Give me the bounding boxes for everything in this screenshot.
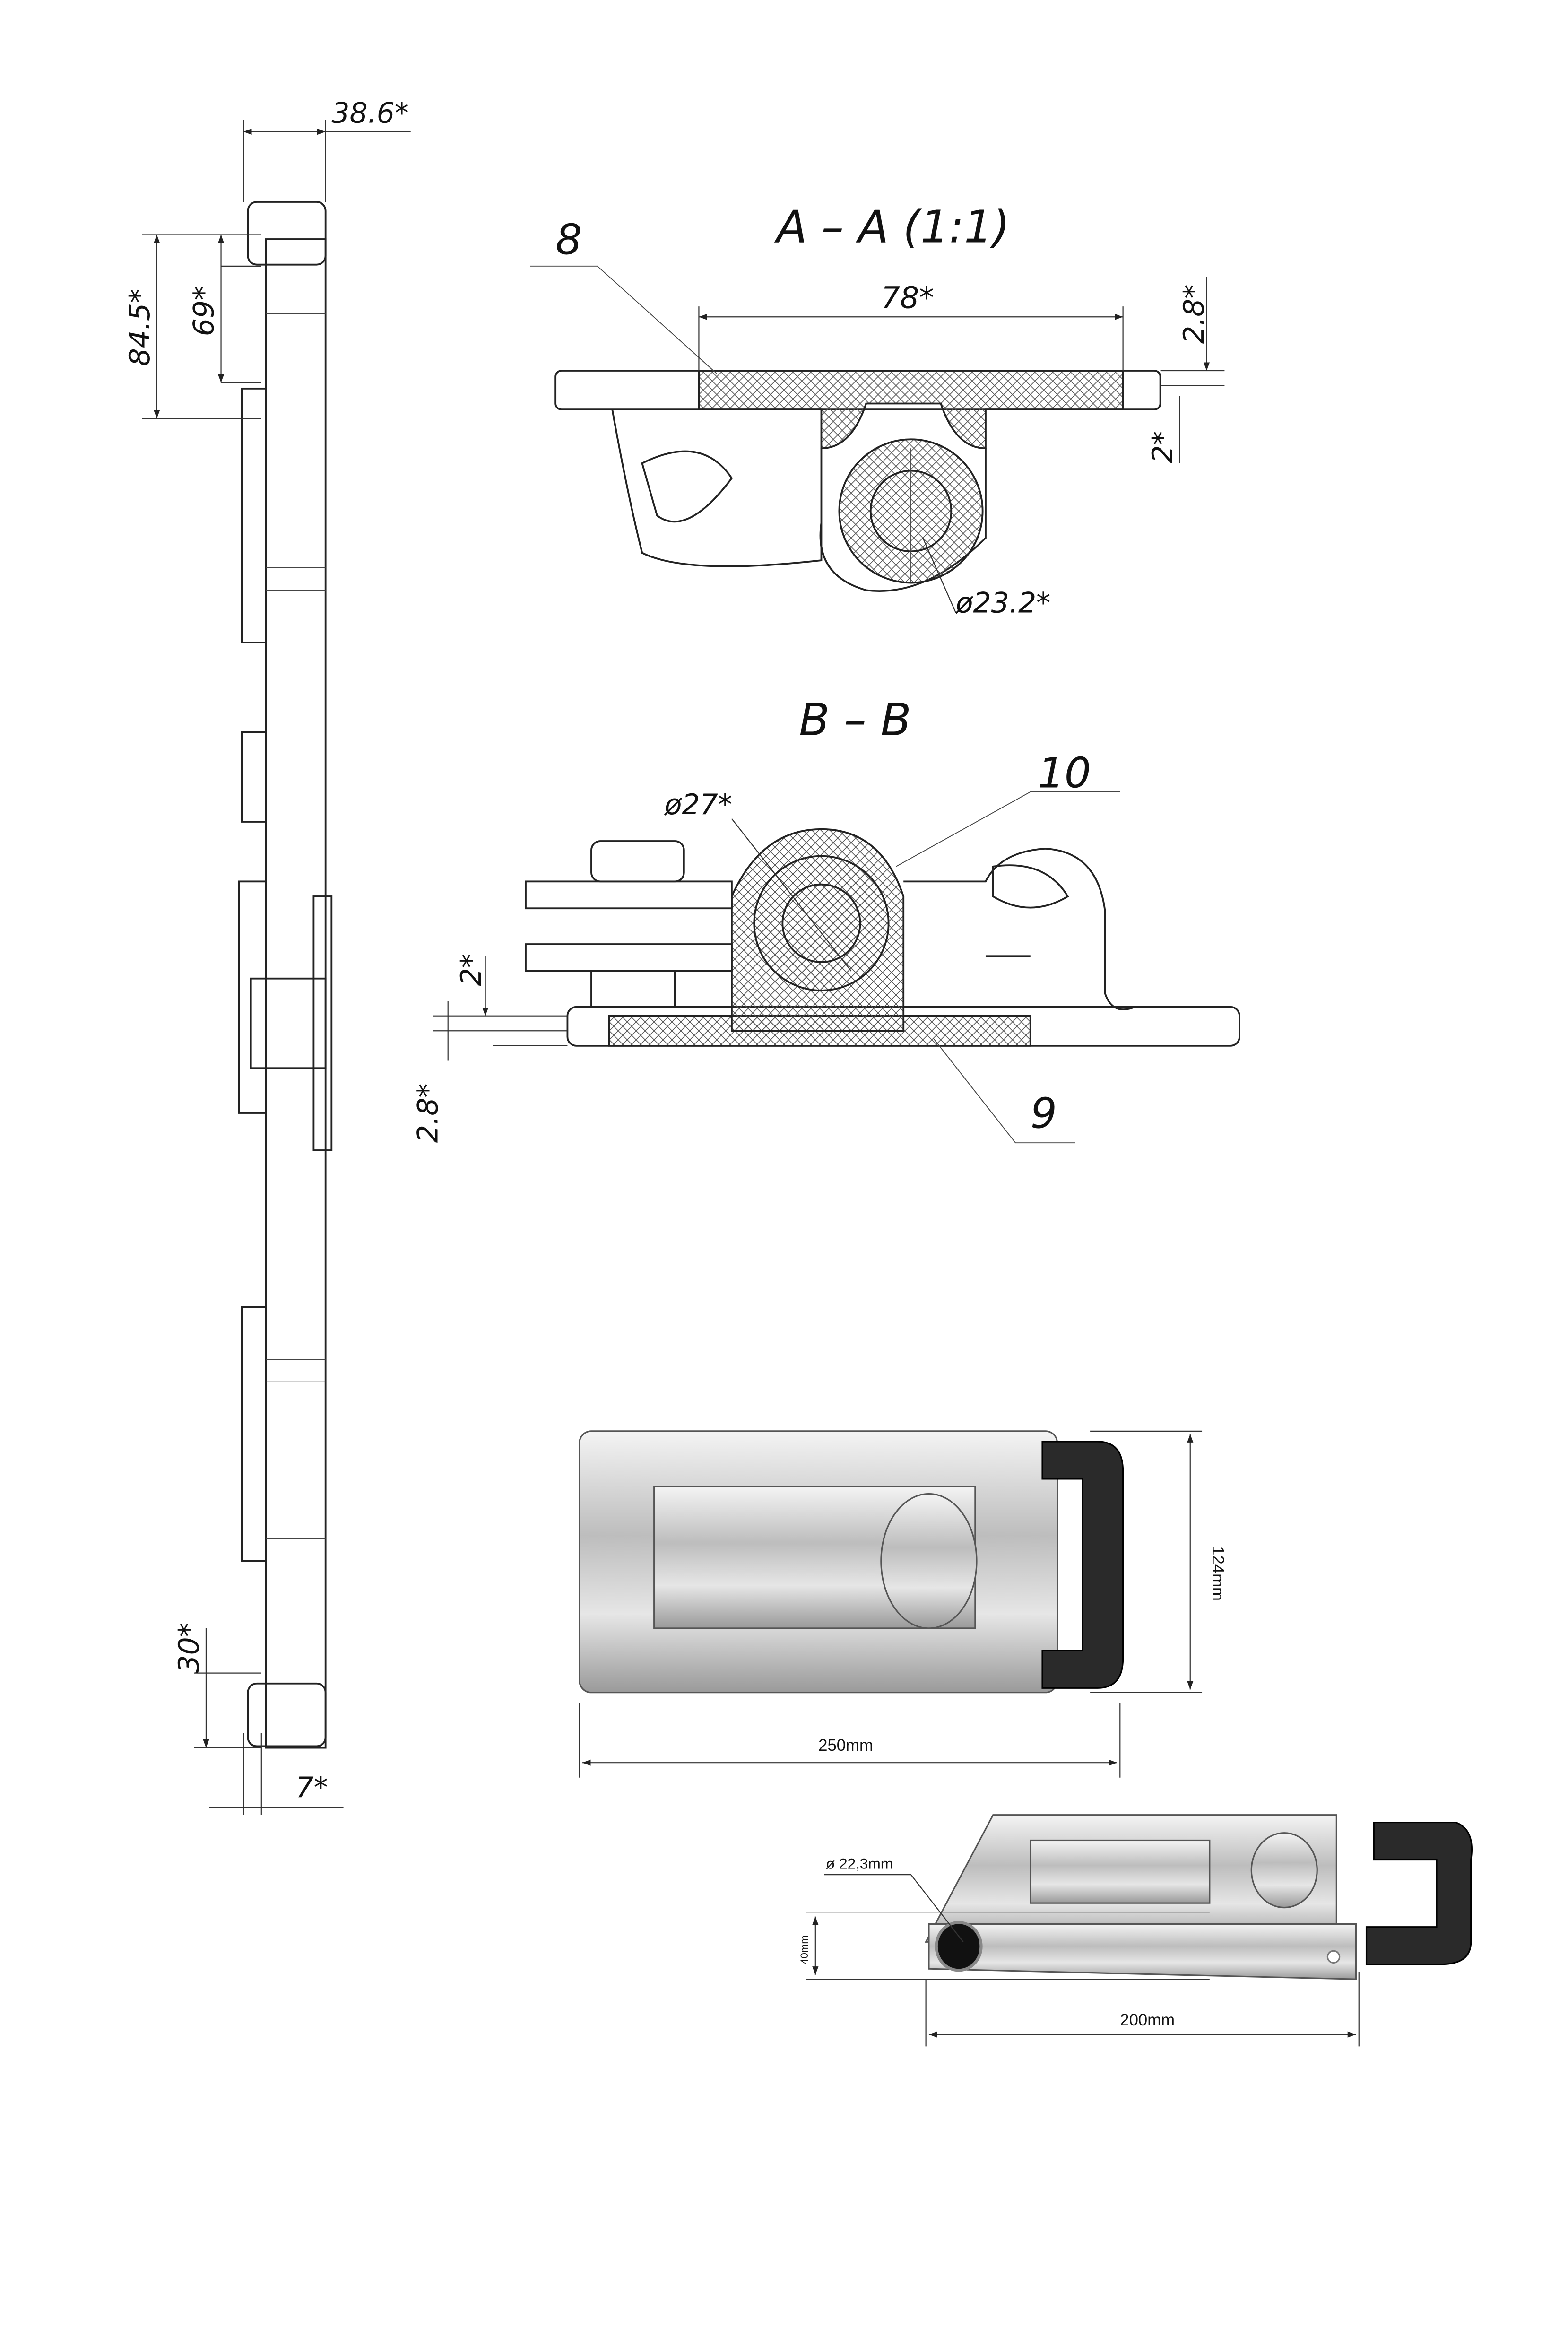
section-b-b: B – B 10 9 ø27* 2* 2.8* xyxy=(412,694,1240,1144)
persp-height-dim: 40mm xyxy=(798,1935,810,1964)
section-bb-title: B – B xyxy=(799,694,911,746)
product-photo-perspective: ø 22,3mm 40mm 200mm xyxy=(798,1814,1473,2047)
aa-thickness-dim: 2.8* xyxy=(1178,285,1211,344)
callout-10: 10 xyxy=(1038,748,1092,797)
aa-diameter-dim: ø23.2* xyxy=(955,587,1050,620)
top-height-dim: 124mm xyxy=(1209,1546,1227,1601)
bb-thickness-dim: 2.8* xyxy=(412,1084,445,1143)
side-width-dim: 38.6* xyxy=(331,97,409,130)
persp-diameter-dim: ø 22,3mm xyxy=(826,1855,893,1872)
aa-gap-dim: 2* xyxy=(1146,431,1179,463)
bb-gap-dim: 2* xyxy=(455,954,488,986)
aa-width-dim: 78* xyxy=(881,280,934,315)
section-aa-title: A – A (1:1) xyxy=(774,201,1010,253)
callout-9: 9 xyxy=(1031,1089,1057,1138)
side-dim-a: 84.5* xyxy=(123,289,156,366)
side-dim-d: 7* xyxy=(295,1771,328,1804)
bb-diameter-dim: ø27* xyxy=(664,788,732,821)
callout-8: 8 xyxy=(555,216,582,264)
product-photo-top-view: 124mm 250mm xyxy=(579,1430,1227,1778)
top-length-dim: 250mm xyxy=(818,1737,873,1755)
persp-length-dim: 200mm xyxy=(1120,2011,1175,2029)
section-a-a: A – A (1:1) 8 78* 2.8* 2* ø23.2* xyxy=(530,201,1225,620)
side-dim-b: 69* xyxy=(188,286,221,336)
side-elevation-view: 38.6* 84.5* 69* 30* 7* xyxy=(123,97,411,1815)
side-dim-c: 30* xyxy=(173,1623,206,1673)
